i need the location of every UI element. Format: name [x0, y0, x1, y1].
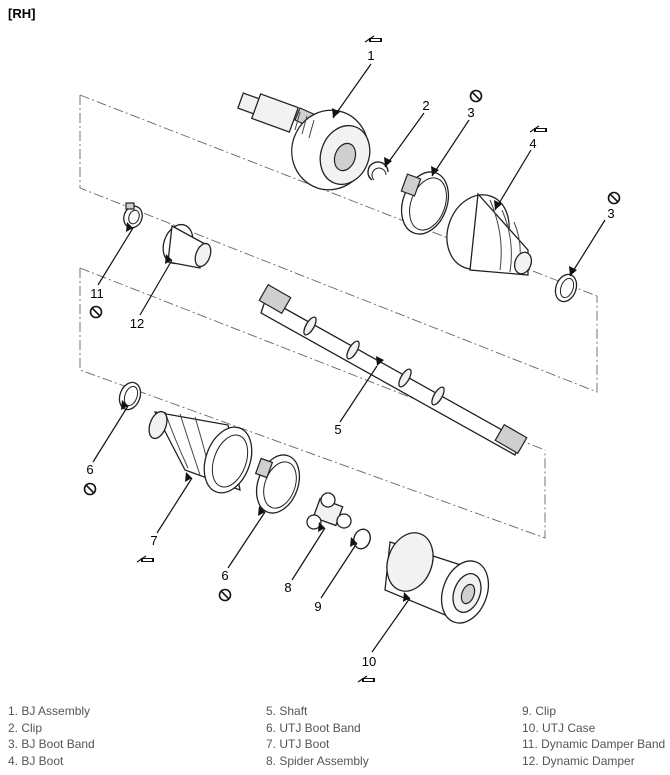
- do-not-reuse-icon: [218, 588, 232, 602]
- legend-item: 6. UTJ Boot Band: [266, 720, 361, 735]
- do-not-reuse-icon: [83, 482, 97, 496]
- leader-12: [139, 259, 173, 316]
- do-not-reuse-icon: [469, 89, 483, 103]
- callout-8: 8: [284, 580, 291, 595]
- assembly-outline-lower: [79, 267, 546, 539]
- callout-3a: 3: [467, 105, 474, 120]
- legend-item: 11. Dynamic Damper Band: [522, 737, 666, 751]
- assembly-outline-upper: [79, 94, 598, 393]
- spider-assembly: [306, 492, 352, 530]
- legend-column-3: 9. Clip 10. UTJ Case 11. Dynamic Damper …: [522, 703, 665, 769]
- bj-boot: [446, 192, 533, 276]
- leader-8: [291, 527, 326, 581]
- callout-3b: 3: [607, 206, 614, 221]
- leader-2: [384, 112, 425, 168]
- legend-item: 12. Dynamic Damper: [522, 753, 635, 768]
- callout-10: 10: [362, 654, 376, 669]
- legend-item: 1. BJ Assembly: [8, 704, 91, 718]
- leader-3a: [431, 119, 470, 177]
- legend-item: 10. UTJ Case: [522, 720, 596, 735]
- legend-item: 2. Clip: [8, 720, 43, 735]
- callout-6a: 6: [86, 462, 93, 477]
- callout-4: 4: [529, 136, 536, 151]
- arrowheads: [121, 108, 577, 602]
- leader-9: [320, 542, 358, 599]
- bj-assembly: [237, 92, 371, 191]
- parts-legend: 1. BJ Assembly 2. Clip 3. BJ Boot Band 4…: [0, 703, 670, 773]
- leader-3b: [569, 219, 606, 277]
- header-tag: [RH]: [8, 6, 36, 21]
- legend-item: 8. Spider Assembly: [266, 753, 369, 768]
- utj-case: [384, 532, 490, 624]
- leader-5: [339, 365, 378, 423]
- utj-boot: [148, 410, 253, 494]
- legend-item: 4. BJ Boot: [8, 753, 64, 768]
- shaft: [258, 283, 528, 456]
- legend-item: 3. BJ Boot Band: [8, 737, 95, 751]
- grease-icon: [136, 555, 155, 563]
- leader-10: [371, 597, 411, 653]
- leader-6a: [92, 405, 129, 463]
- bj-boot-band-upper: [400, 171, 450, 235]
- callout-12: 12: [130, 316, 144, 331]
- dynamic-damper: [162, 223, 212, 269]
- exploded-diagram: 1 2 3 3 4 5 6 6 7 8 9 10 11 12: [79, 35, 621, 683]
- leader-6b: [227, 511, 266, 569]
- leader-7: [156, 477, 193, 534]
- grease-icon: [364, 35, 383, 43]
- leader-11: [97, 227, 134, 286]
- utj-boot-band-middle: [254, 454, 301, 514]
- clip-2: [367, 161, 389, 181]
- grease-icon: [529, 125, 548, 133]
- legend-item: 9. Clip: [522, 704, 557, 718]
- callout-1: 1: [367, 48, 374, 63]
- clip-9: [353, 528, 371, 550]
- leader-4: [494, 149, 532, 211]
- bj-boot-band-right: [554, 273, 578, 303]
- legend-item: 5. Shaft: [266, 704, 308, 718]
- callout-9: 9: [314, 599, 321, 614]
- callout-11: 11: [90, 286, 104, 301]
- legend-column-2: 5. Shaft 6. UTJ Boot Band 7. UTJ Boot 8.…: [266, 703, 369, 769]
- dynamic-damper-band: [123, 202, 143, 229]
- legend-column-1: 1. BJ Assembly 2. Clip 3. BJ Boot Band 4…: [8, 703, 95, 769]
- callout-6b: 6: [221, 568, 228, 583]
- callout-2: 2: [422, 98, 429, 113]
- callout-7: 7: [150, 533, 157, 548]
- leader-1: [332, 63, 372, 119]
- do-not-reuse-icon: [607, 191, 621, 205]
- grease-icon: [357, 675, 376, 683]
- callout-5: 5: [334, 422, 341, 437]
- do-not-reuse-icon: [89, 305, 103, 319]
- legend-item: 7. UTJ Boot: [266, 737, 330, 751]
